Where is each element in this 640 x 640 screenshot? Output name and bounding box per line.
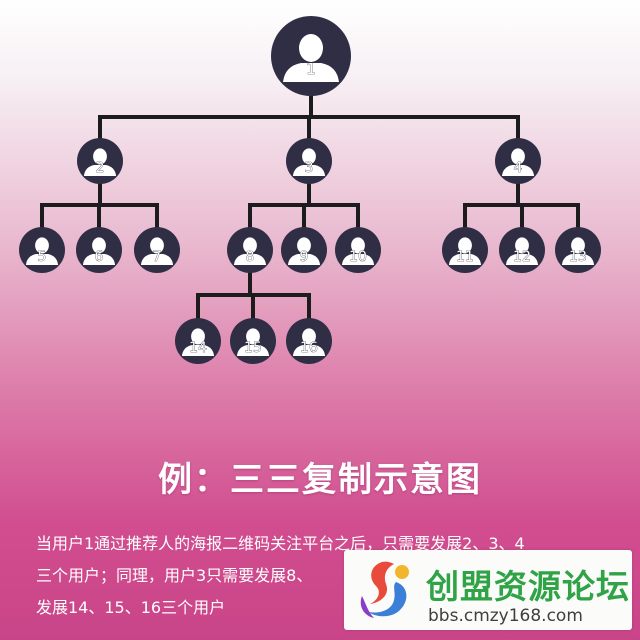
tree-node-13: 13 [555, 227, 601, 273]
tree-node-5: 5 [19, 227, 65, 273]
user-silhouette-icon [233, 237, 267, 265]
user-silhouette-icon [82, 237, 116, 265]
node-label: 1 [306, 60, 316, 78]
tree-node-1: 1 [271, 16, 351, 96]
node-label: 14 [189, 340, 207, 356]
description-line-1: 当用户1通过推荐人的海报二维码关注平台之后，只需要发展2、3、4 [36, 534, 525, 553]
tree-node-3: 3 [286, 138, 332, 184]
tree-node-4: 4 [495, 138, 541, 184]
user-silhouette-icon [505, 237, 539, 265]
node-label: 13 [569, 249, 587, 265]
description-line-3: 发展14、15、16三个用户 [36, 598, 226, 617]
node-label: 10 [349, 249, 367, 265]
user-silhouette-icon [292, 148, 326, 176]
user-silhouette-icon [561, 237, 595, 265]
tree-connectors [40, 94, 580, 320]
tree-node-10: 10 [335, 227, 381, 273]
watermark-badge: 创盟资源论坛 bbs.cmzy168.com [344, 550, 632, 630]
node-label: 11 [456, 249, 474, 265]
watermark-site-name: 创盟资源论坛 [426, 567, 630, 606]
watermark-site-url: bbs.cmzy168.com [428, 606, 583, 626]
node-label: 16 [300, 340, 318, 356]
user-silhouette-icon [283, 34, 339, 82]
user-silhouette-icon [287, 237, 321, 265]
tree-node-15: 15 [230, 318, 276, 364]
user-silhouette-icon [292, 328, 326, 356]
user-silhouette-icon [341, 237, 375, 265]
tree-node-6: 6 [76, 227, 122, 273]
node-label: 15 [244, 340, 262, 356]
node-label: 2 [96, 160, 105, 176]
watermark-logo-icon [360, 561, 409, 618]
user-silhouette-icon [83, 148, 117, 176]
user-silhouette-icon [25, 237, 59, 265]
user-silhouette-icon [140, 237, 174, 265]
user-silhouette-icon [448, 237, 482, 265]
tree-node-14: 14 [175, 318, 221, 364]
tree-node-7: 7 [134, 227, 180, 273]
user-silhouette-icon [181, 328, 215, 356]
node-label: 12 [513, 249, 531, 265]
diagram-caption: 例：三三复制示意图 [158, 460, 482, 500]
user-silhouette-icon [236, 328, 270, 356]
tree-node-9: 9 [281, 227, 327, 273]
node-label: 6 [95, 249, 104, 265]
node-label: 5 [38, 249, 47, 265]
node-label: 8 [246, 249, 255, 265]
node-label: 9 [300, 249, 309, 265]
user-silhouette-icon [501, 148, 535, 176]
tree-node-12: 12 [499, 227, 545, 273]
node-label: 7 [153, 249, 162, 265]
tree-node-11: 11 [442, 227, 488, 273]
node-label: 3 [305, 160, 314, 176]
node-label: 4 [514, 160, 523, 176]
tree-node-8: 8 [227, 227, 273, 273]
tree-node-16: 16 [286, 318, 332, 364]
description-text: 当用户1通过推荐人的海报二维码关注平台之后，只需要发展2、3、4 三个用户；同理… [36, 528, 606, 624]
description-line-2: 三个用户；同理，用户3只需要发展8、 [36, 566, 313, 585]
tree-node-2: 2 [77, 138, 123, 184]
